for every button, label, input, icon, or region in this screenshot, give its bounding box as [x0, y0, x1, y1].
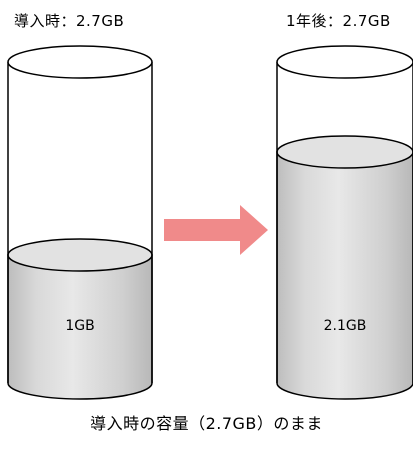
caption: 導入時の容量（2.7GB）のまま: [90, 414, 323, 433]
after-cylinder: 2.1GB: [276, 45, 413, 400]
before-cylinder-top: [7, 45, 153, 79]
before-capacity-label: 導入時：2.7GB: [14, 12, 125, 30]
after-liquid: [276, 151, 413, 400]
after-fill-label: 2.1GB: [324, 318, 367, 334]
arrow-right-icon: [164, 205, 268, 255]
after-capacity-label: 1年後：2.7GB: [286, 12, 391, 30]
before-liquid: [7, 254, 153, 400]
after-liquid-surface: [276, 135, 413, 169]
after-cylinder-top: [276, 45, 413, 79]
before-fill-label: 1GB: [65, 318, 94, 334]
before-liquid-surface: [7, 238, 153, 272]
before-cylinder: 1GB: [7, 45, 153, 400]
